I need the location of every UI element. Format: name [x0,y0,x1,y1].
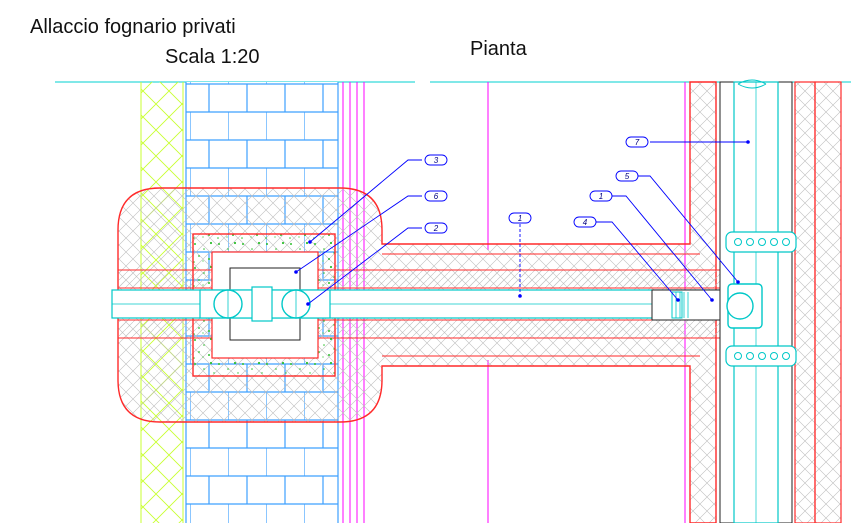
callout-6-label: 6 [434,192,439,201]
callout-1b: 1 [589,190,613,202]
callout-6: 6 [424,190,448,202]
leader-lines [295,141,748,305]
callout-2-label: 2 [433,224,439,233]
callout-1b-label: 1 [599,192,603,201]
right-wall [794,81,842,523]
callout-4: 4 [573,216,597,228]
callout-5: 5 [615,170,639,182]
callout-5-label: 5 [625,172,630,181]
drawing-scale: Scala 1:20 [165,46,260,68]
main-collector [719,79,797,523]
leader-dots [294,140,750,306]
callout-2: 2 [424,222,448,234]
drawing-title: Allaccio fognario privati [30,16,236,38]
callout-3: 3 [424,154,448,166]
callout-3-label: 3 [434,156,439,165]
callout-7: 7 [625,136,649,148]
callout-1a-label: 1 [518,214,522,223]
view-label: Pianta [470,38,527,60]
callout-4-label: 4 [583,218,588,227]
callout-1a: 1 [508,212,532,224]
callout-7-label: 7 [635,138,640,147]
sewer-pipe [111,286,760,322]
